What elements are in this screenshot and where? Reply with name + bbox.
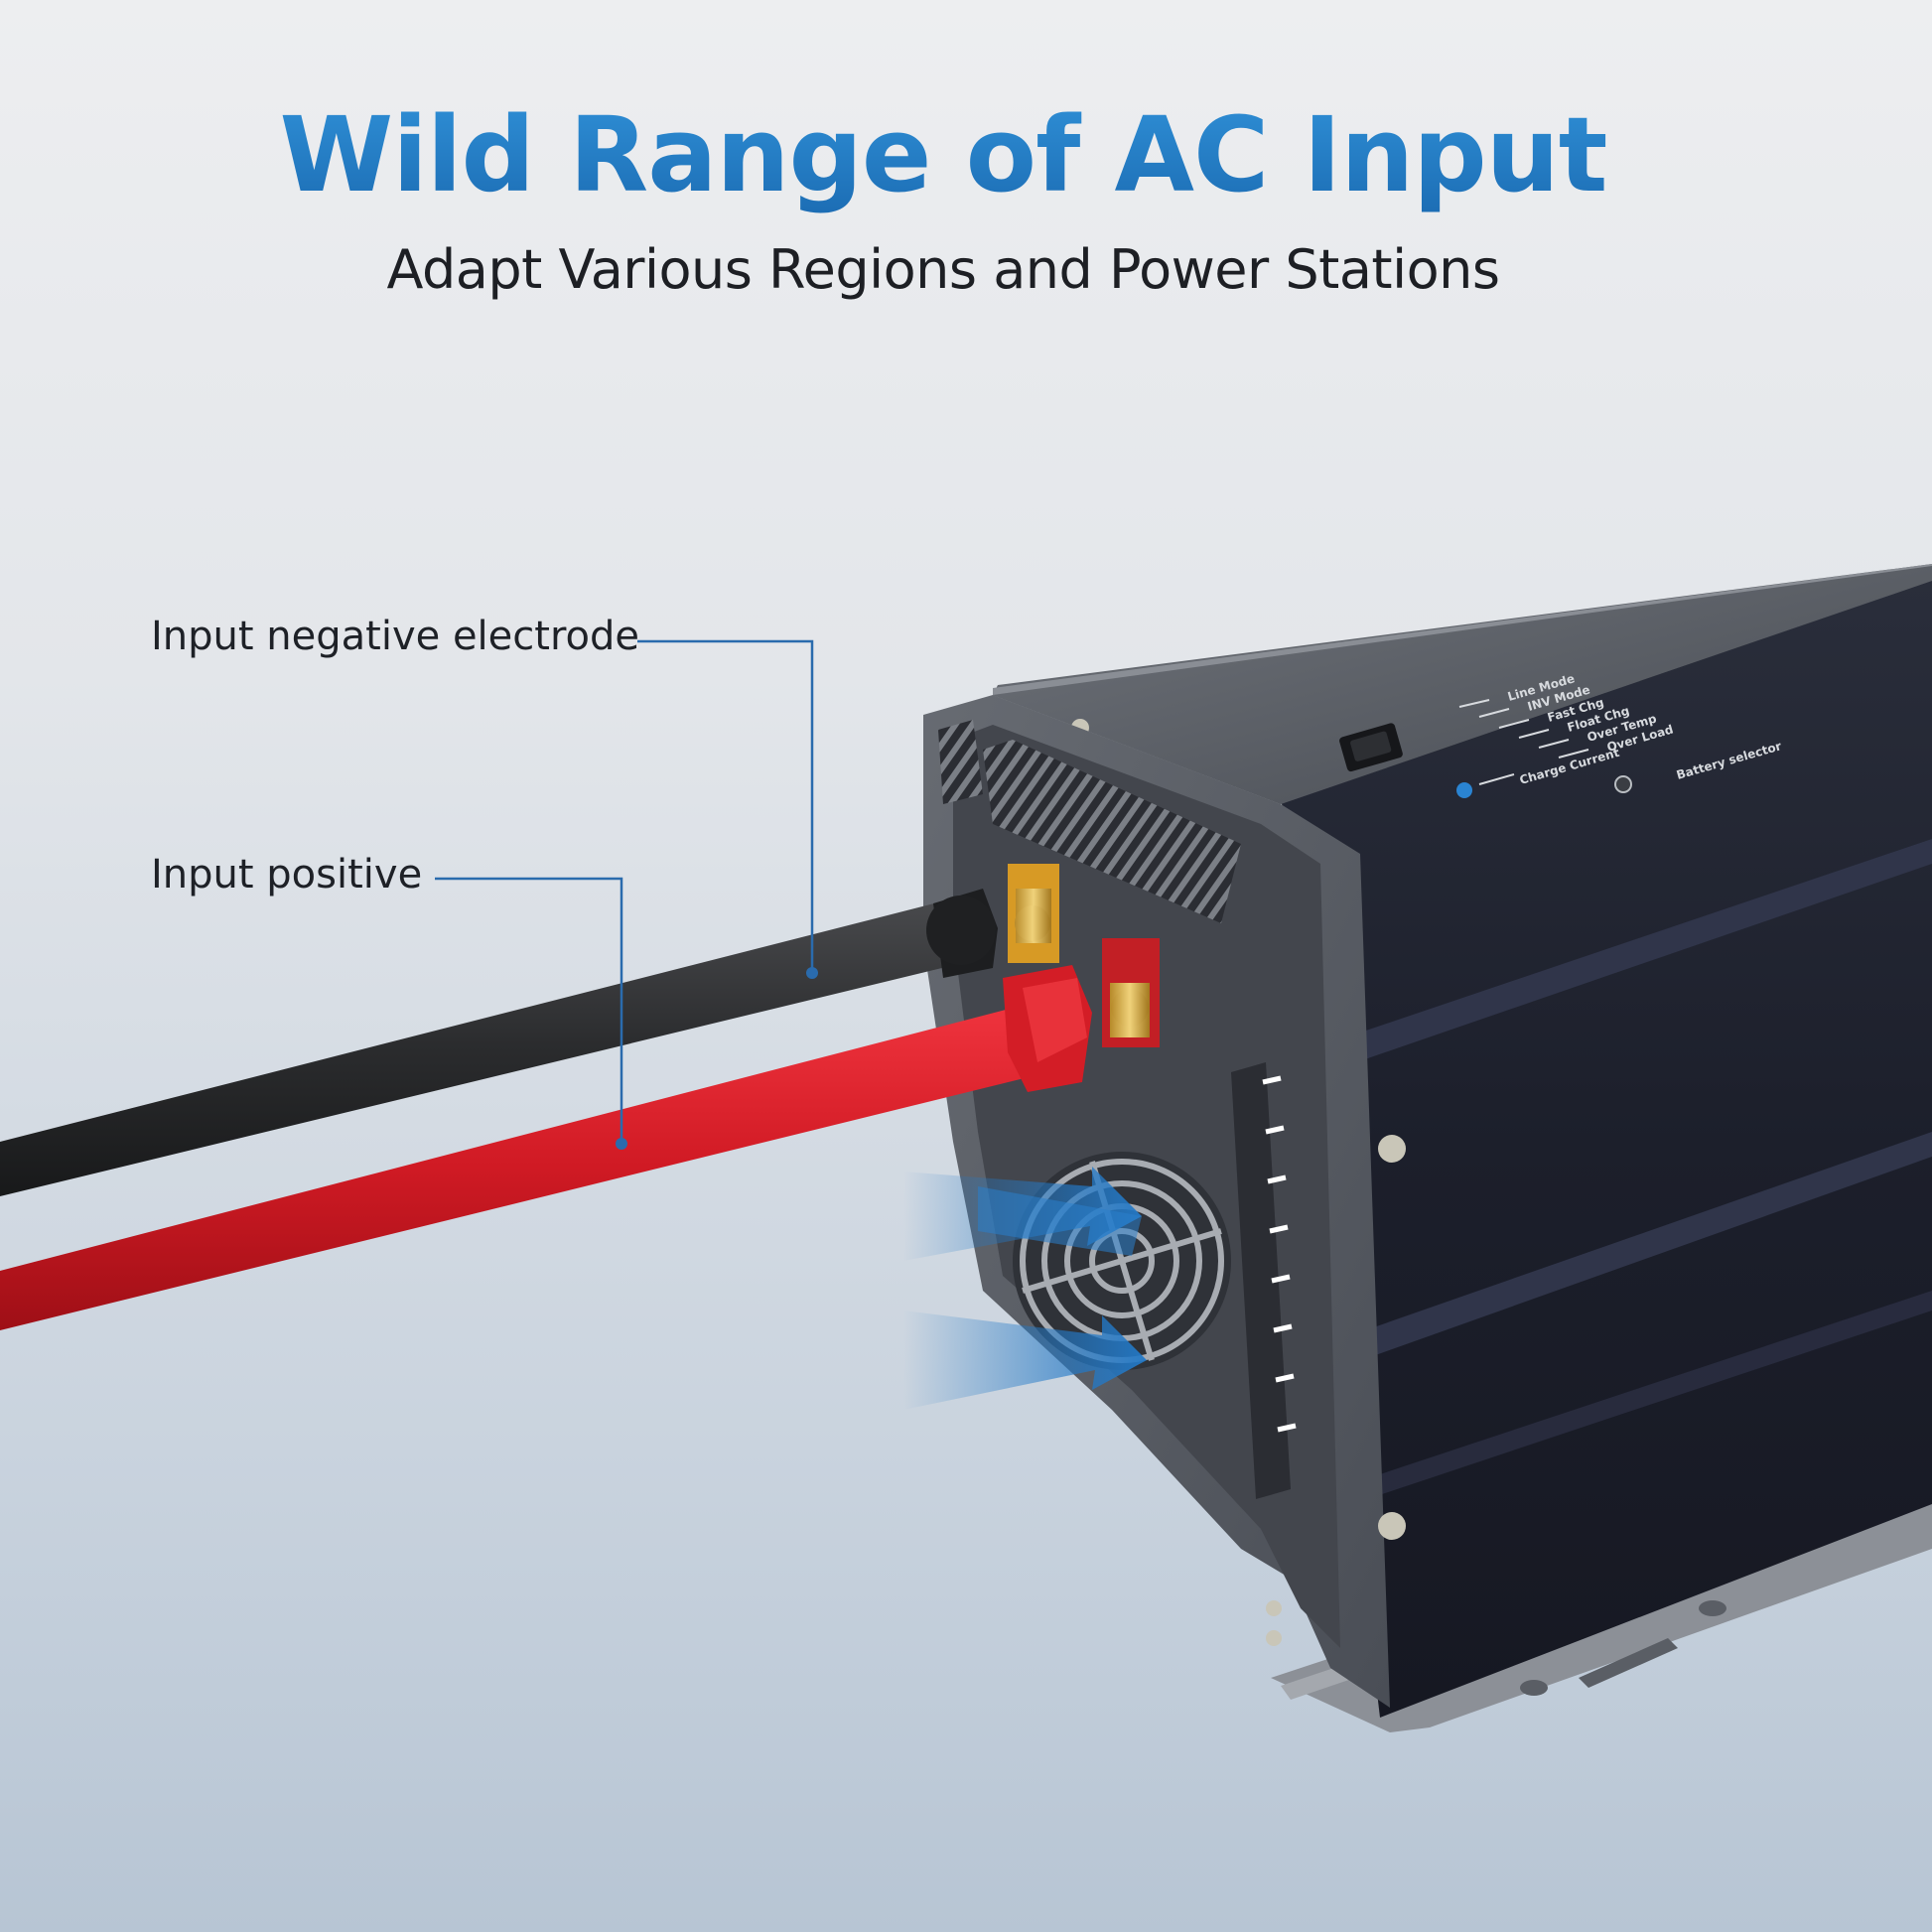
battery-selector-knob	[1614, 775, 1632, 793]
headline: Wild Range of AC Input	[0, 94, 1886, 215]
screw-icon	[1378, 1512, 1406, 1540]
screw-icon	[1266, 1630, 1282, 1646]
vent-grille	[983, 740, 1241, 923]
callout-positive-leader	[435, 877, 623, 1144]
callout-positive-label: Input positive	[151, 852, 423, 897]
positive-cable	[0, 965, 1149, 1330]
charge-current-knob	[1456, 782, 1472, 798]
indicator-legend	[1458, 699, 1589, 785]
callout-positive-dot	[616, 1138, 627, 1150]
callout-negative-label: Input negative electrode	[151, 614, 639, 659]
callout-negative-dot	[806, 967, 818, 979]
inverter-side-panel	[1281, 571, 1932, 1718]
screw-icon	[1378, 1135, 1406, 1163]
airflow-arrows	[903, 1167, 1147, 1410]
subheadline: Adapt Various Regions and Power Stations	[386, 238, 1500, 301]
callout-negative-leader	[637, 639, 814, 973]
negative-cable	[0, 889, 1050, 1196]
screw-icon	[1266, 1600, 1282, 1616]
